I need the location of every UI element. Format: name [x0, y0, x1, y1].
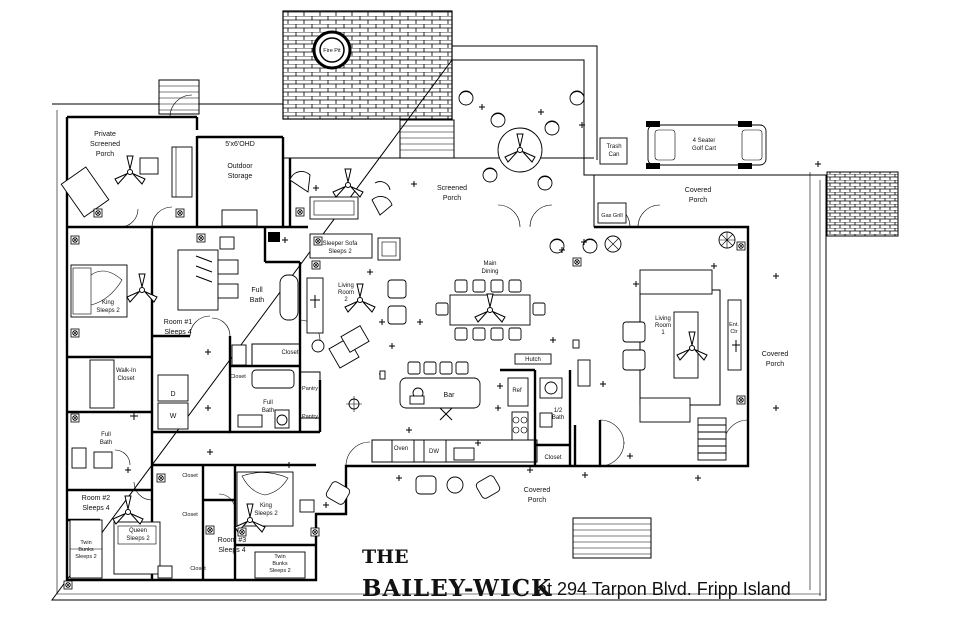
room3-furniture [205, 471, 320, 579]
screened-porch-furniture [289, 90, 598, 254]
golf-cart [646, 121, 767, 169]
half-bath [539, 359, 591, 428]
private-screened-porch [60, 146, 193, 218]
closet-r2c-label: Closet [190, 566, 206, 572]
full-bath-mid [237, 369, 321, 429]
kitchen [371, 353, 552, 463]
stairs-right [826, 171, 899, 237]
dw-label: DW [429, 449, 439, 455]
main-dining-furniture [435, 238, 588, 349]
closet-mid-label: Closet [281, 350, 298, 356]
exterior-wall [65, 115, 750, 582]
closet-r2a-label: Closet [182, 473, 198, 479]
closet-small-label: Closet [230, 374, 246, 380]
living-room1-furniture [599, 231, 780, 482]
fire-pit-label: Fire Pit [323, 48, 341, 54]
dryer-label: D [170, 391, 175, 398]
room2-furniture [63, 448, 293, 590]
pantry2-label: Pantry [302, 414, 318, 420]
pantry1-label: Pantry [302, 386, 318, 392]
closet-half-label: Closet [544, 455, 561, 461]
ent-ctr-label: Ent.Ctr [729, 322, 739, 335]
stairs-top-left [158, 79, 200, 115]
hutch-label: Hutch [525, 357, 541, 363]
stairs-screened-porch [399, 119, 455, 159]
bar-label: Bar [444, 392, 456, 399]
stairs-bottom [572, 517, 652, 559]
title-name: BAILEY-WICK [362, 575, 552, 602]
closet-r2b-label: Closet [182, 512, 198, 518]
ref-label: Ref [512, 388, 522, 394]
title-the: THE [362, 546, 409, 568]
title-address: at 294 Tarpon Blvd. Fripp Island [537, 579, 791, 599]
laundry [70, 344, 247, 469]
storage-size-label: 5'x6'OHD [225, 141, 255, 148]
deck-outline [51, 45, 827, 601]
oven-label: Oven [394, 446, 408, 452]
full-bath-top [217, 232, 299, 321]
washer-label: W [170, 413, 177, 420]
room1-furniture [70, 233, 219, 412]
bottom-porch-furniture [322, 466, 589, 509]
fire-pit-patio [282, 10, 453, 120]
gas-grill-label: Gas Grill [601, 213, 622, 219]
living-room2-furniture [306, 233, 424, 369]
